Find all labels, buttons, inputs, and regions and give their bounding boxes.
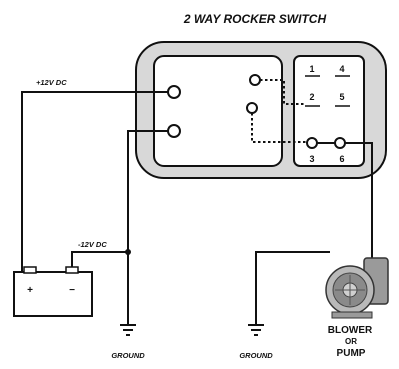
ground-wire-left — [127, 130, 168, 325]
internal-link-upper — [260, 79, 306, 105]
switch-pin-panel — [293, 55, 365, 167]
blower-supply-wire — [345, 142, 373, 262]
terminal-pin-6 — [334, 137, 346, 149]
pin-label-6: 6 — [339, 154, 344, 164]
pin-label-1: 1 — [309, 64, 314, 74]
pin-label-2: 2 — [309, 92, 314, 102]
battery — [13, 271, 93, 317]
pump-label: PUMP — [337, 348, 366, 359]
ground-label-right: GROUND — [239, 351, 273, 360]
neg12-wire — [71, 251, 128, 272]
pin-label-4: 4 — [339, 64, 344, 74]
blower-icon — [325, 257, 389, 319]
switch-left-panel — [153, 55, 283, 167]
ground-symbol-right — [248, 324, 264, 336]
pin-label-3: 3 — [309, 154, 314, 164]
pin-label-5: 5 — [339, 92, 344, 102]
diagram-title: 2 WAY ROCKER SWITCH — [183, 12, 327, 26]
internal-link-lower — [251, 113, 307, 143]
ground-symbol-left — [120, 324, 136, 336]
battery-minus-label: − — [69, 285, 75, 296]
terminal-right-mid — [246, 102, 258, 114]
battery-terminal-pos — [23, 266, 37, 274]
ground-wire-right — [255, 251, 330, 325]
neg12-label: -12V DC — [78, 240, 107, 249]
terminal-pin-3 — [306, 137, 318, 149]
pos12-label: +12V DC — [36, 78, 67, 87]
ground-label-left: GROUND — [111, 351, 145, 360]
junction-dot — [125, 249, 131, 255]
battery-terminal-neg — [65, 266, 79, 274]
battery-plus-label: + — [27, 285, 33, 296]
blower-or-label: OR — [345, 337, 357, 346]
terminal-left-bottom — [167, 124, 181, 138]
terminal-right-top — [249, 74, 261, 86]
blower-label: BLOWER — [328, 325, 373, 336]
terminal-left-top — [167, 85, 181, 99]
